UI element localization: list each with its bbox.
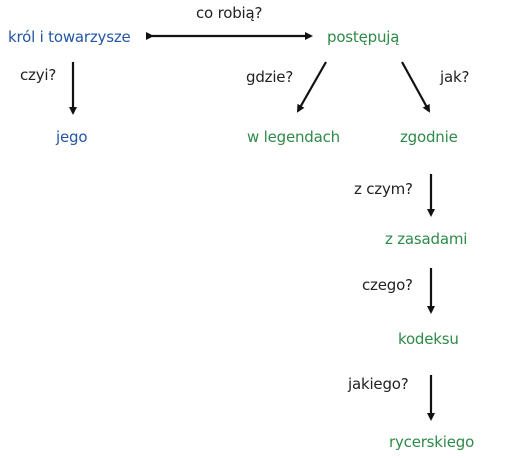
question-jak: jak? [440, 68, 470, 86]
question-jakiego: jakiego? [348, 375, 409, 393]
node-w-legendach: w legendach [247, 128, 340, 146]
node-krol-i-towarzysze: król i towarzysze [8, 28, 131, 46]
node-zgodnie: zgodnie [400, 128, 458, 146]
question-z-czym: z czym? [354, 180, 413, 198]
node-postepuja: postępują [327, 28, 400, 46]
node-jego: jego [56, 128, 88, 146]
node-z-zasadami: z zasadami [385, 230, 468, 248]
arrow-postepuja-to-zgodnie [401, 61, 430, 113]
node-kodeksu: kodeksu [398, 330, 459, 348]
question-czego: czego? [362, 276, 413, 294]
node-rycerskiego: rycerskiego [389, 433, 475, 451]
question-gdzie: gdzie? [246, 68, 294, 86]
question-co-robia: co robią? [196, 4, 263, 22]
arrow-postepuja-to-w-legendach [297, 61, 327, 113]
question-czyi: czyi? [20, 66, 57, 84]
